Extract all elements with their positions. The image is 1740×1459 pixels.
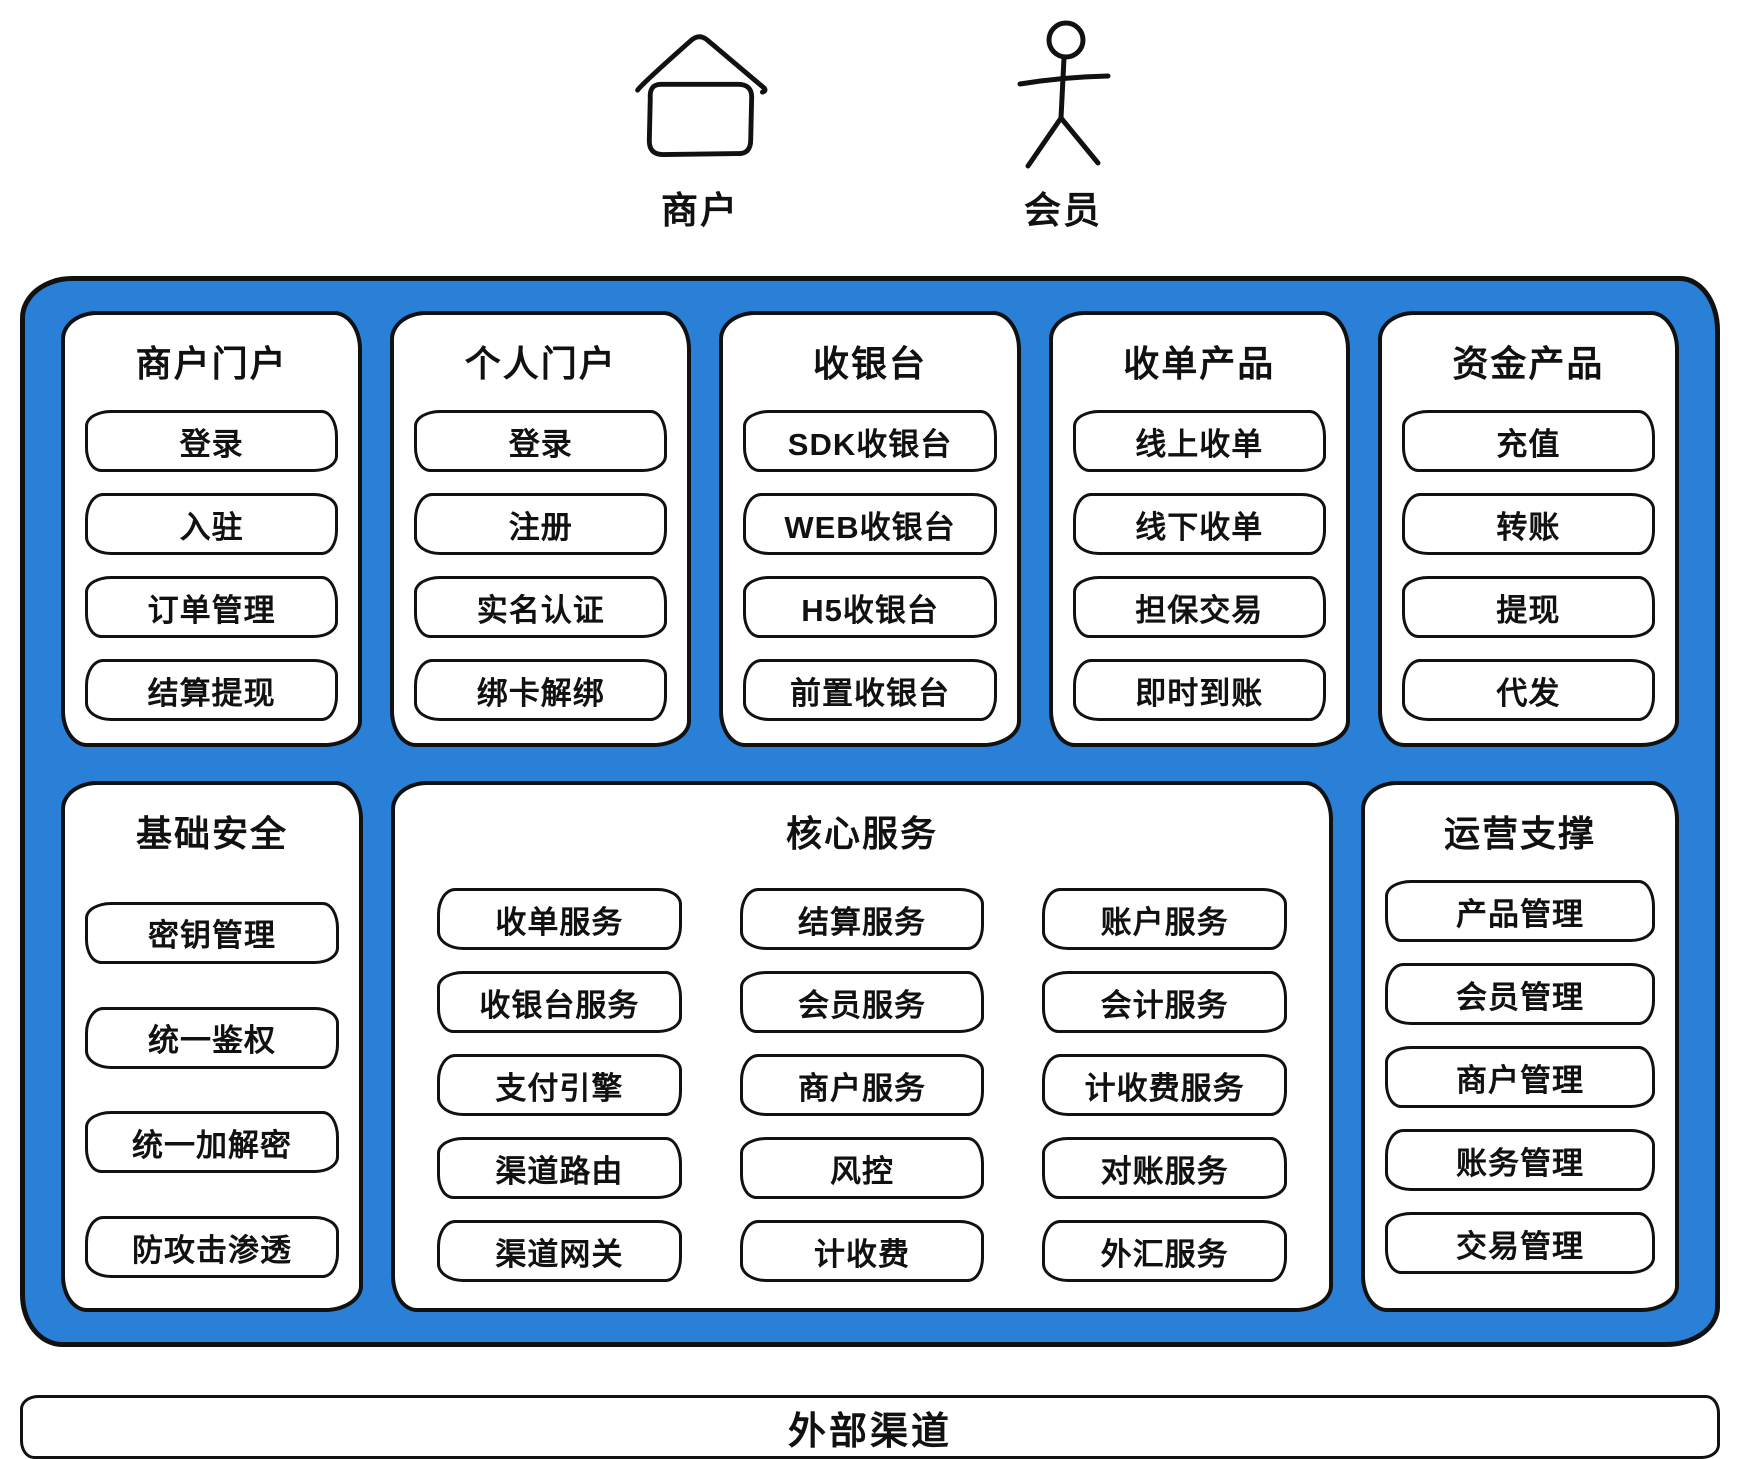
panel-core-services: 核心服务 收单服务 收银台服务 支付引擎 渠道路由 渠道网关 结算服务 会员服务… xyxy=(391,781,1333,1312)
actors-row: 商户 会员 xyxy=(20,20,1720,234)
core-services-col-2: 结算服务 会员服务 商户服务 风控 计收费 xyxy=(739,888,985,1282)
service-item: 账务管理 xyxy=(1385,1129,1655,1191)
actor-member-label: 会员 xyxy=(1024,190,1102,231)
service-item: WEB收银台 xyxy=(743,493,997,555)
service-item: 即时到账 xyxy=(1072,659,1326,721)
service-item: 风控 xyxy=(739,1137,985,1199)
service-item: 账户服务 xyxy=(1042,888,1288,950)
service-item: 商户服务 xyxy=(739,1054,985,1116)
service-item: 收单服务 xyxy=(437,888,682,950)
top-row: 商户门户 登录 入驻 订单管理 结算提现 个人门户 登录 注册 实名认证 绑卡解… xyxy=(61,311,1680,747)
panel-merchant-portal: 商户门户 登录 入驻 订单管理 结算提现 xyxy=(61,311,363,747)
service-item: 计收费服务 xyxy=(1042,1054,1288,1116)
service-item: 充值 xyxy=(1401,410,1656,472)
panel-title: 收单产品 xyxy=(1123,343,1276,384)
service-item: 商户管理 xyxy=(1385,1046,1655,1108)
service-item: 会计服务 xyxy=(1042,971,1288,1033)
panel-title: 运营支撑 xyxy=(1443,813,1596,854)
service-item: 提现 xyxy=(1401,576,1656,638)
panel-title: 收银台 xyxy=(813,343,928,384)
service-item: 收银台服务 xyxy=(437,971,682,1033)
service-item: 订单管理 xyxy=(85,576,339,638)
actor-merchant-label: 商户 xyxy=(661,190,739,231)
service-item: 渠道网关 xyxy=(437,1220,682,1282)
service-item: 交易管理 xyxy=(1385,1212,1655,1274)
service-item: 渠道路由 xyxy=(437,1137,682,1199)
service-item: 实名认证 xyxy=(414,576,668,638)
panel-title: 商户门户 xyxy=(135,343,288,384)
service-item: 会员服务 xyxy=(739,971,985,1033)
service-item: 结算提现 xyxy=(85,659,339,721)
panel-operation-support: 运营支撑 产品管理 会员管理 商户管理 账务管理 交易管理 xyxy=(1361,781,1679,1312)
service-item: 线上收单 xyxy=(1072,410,1326,472)
service-item: 会员管理 xyxy=(1385,963,1655,1025)
service-item: 担保交易 xyxy=(1072,576,1326,638)
service-item: 登录 xyxy=(414,410,668,472)
service-item: H5收银台 xyxy=(743,576,997,638)
external-channel-label: 外部渠道 xyxy=(787,1410,952,1453)
service-item: 线下收单 xyxy=(1072,493,1326,555)
service-item: 密钥管理 xyxy=(85,901,339,964)
panel-title: 核心服务 xyxy=(785,813,938,854)
service-item: 外汇服务 xyxy=(1042,1220,1288,1282)
service-item: 支付引擎 xyxy=(437,1054,682,1116)
platform-container: 商户门户 登录 入驻 订单管理 结算提现 个人门户 登录 注册 实名认证 绑卡解… xyxy=(20,276,1720,1347)
service-item: 防攻击渗透 xyxy=(85,1216,339,1278)
service-item: 登录 xyxy=(85,410,339,472)
actor-merchant: 商户 xyxy=(622,22,778,234)
core-services-columns: 收单服务 收银台服务 支付引擎 渠道路由 渠道网关 结算服务 会员服务 商户服务… xyxy=(415,880,1309,1286)
person-icon xyxy=(1017,20,1111,169)
service-item: 对账服务 xyxy=(1042,1137,1288,1199)
service-item: 注册 xyxy=(414,493,668,555)
service-item: SDK收银台 xyxy=(743,410,997,472)
core-services-col-1: 收单服务 收银台服务 支付引擎 渠道路由 渠道网关 xyxy=(437,888,682,1282)
service-item: 统一加解密 xyxy=(85,1111,339,1174)
actor-member: 会员 xyxy=(1008,20,1118,234)
panel-cashier: 收银台 SDK收银台 WEB收银台 H5收银台 前置收银台 xyxy=(719,311,1021,747)
bottom-row: 基础安全 密钥管理 统一鉴权 统一加解密 防攻击渗透 核心服务 收单服务 收银台… xyxy=(61,781,1679,1312)
house-icon xyxy=(635,34,768,157)
panel-fund-products: 资金产品 充值 转账 提现 代发 xyxy=(1377,311,1680,747)
service-item: 绑卡解绑 xyxy=(414,659,668,721)
service-item: 统一鉴权 xyxy=(85,1006,339,1069)
service-item: 计收费 xyxy=(739,1220,985,1282)
service-item: 入驻 xyxy=(85,493,339,555)
service-item: 结算服务 xyxy=(739,888,985,950)
service-item: 前置收银台 xyxy=(743,659,997,721)
service-item: 转账 xyxy=(1401,493,1656,555)
panel-title: 个人门户 xyxy=(464,343,617,384)
panel-title: 基础安全 xyxy=(135,813,288,854)
panel-personal-portal: 个人门户 登录 注册 实名认证 绑卡解绑 xyxy=(390,311,692,747)
panel-acquiring-products: 收单产品 线上收单 线下收单 担保交易 即时到账 xyxy=(1048,311,1350,747)
external-channel-bar: 外部渠道 xyxy=(20,1395,1720,1459)
core-services-col-3: 账户服务 会计服务 计收费服务 对账服务 外汇服务 xyxy=(1042,888,1288,1282)
service-item: 代发 xyxy=(1401,659,1656,721)
panel-basic-security: 基础安全 密钥管理 统一鉴权 统一加解密 防攻击渗透 xyxy=(61,781,363,1312)
service-item: 产品管理 xyxy=(1385,880,1655,942)
panel-title: 资金产品 xyxy=(1452,343,1605,384)
